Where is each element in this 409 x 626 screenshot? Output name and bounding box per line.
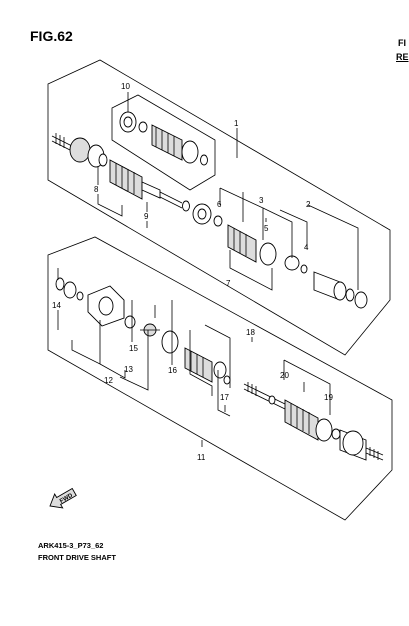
figure-title: FIG.62	[30, 28, 73, 44]
drive-shaft-upper	[51, 133, 368, 309]
assembly-frame-upper	[47, 59, 391, 356]
callout-5: 5	[264, 224, 269, 233]
figure-caption: FRONT DRIVE SHAFT	[38, 553, 116, 562]
leader-lines-lower	[57, 268, 331, 447]
callout-1: 1	[234, 119, 239, 128]
callout-7: 7	[226, 279, 231, 288]
callout-20: 20	[280, 371, 289, 380]
clipped-header-text: FI	[398, 38, 406, 48]
drive-shaft-lower	[55, 277, 384, 461]
callout-19: 19	[324, 393, 333, 402]
leader-lines-upper	[97, 92, 359, 291]
callout-6: 6	[217, 200, 222, 209]
callout-16: 16	[168, 366, 177, 375]
callout-13: 13	[124, 365, 133, 374]
callout-4: 4	[304, 243, 309, 252]
reference-code: ARK415-3_P73_62	[38, 541, 104, 550]
callout-18: 18	[246, 328, 255, 337]
callout-3: 3	[259, 196, 264, 205]
callout-10: 10	[121, 82, 130, 91]
fwd-arrow-icon: FWD	[49, 487, 77, 509]
boot-kit-inset	[119, 111, 208, 166]
callout-2: 2	[306, 200, 311, 209]
callout-9: 9	[144, 212, 149, 221]
clipped-reference-link[interactable]: RE	[396, 52, 409, 62]
callout-8: 8	[94, 185, 99, 194]
callout-14: 14	[52, 301, 61, 310]
callout-15: 15	[129, 344, 138, 353]
callout-11: 11	[197, 453, 206, 462]
callout-12: 12	[104, 376, 113, 385]
assembly-frame-lower	[47, 236, 393, 521]
inset-box-10	[111, 94, 216, 191]
callout-17: 17	[220, 393, 229, 402]
